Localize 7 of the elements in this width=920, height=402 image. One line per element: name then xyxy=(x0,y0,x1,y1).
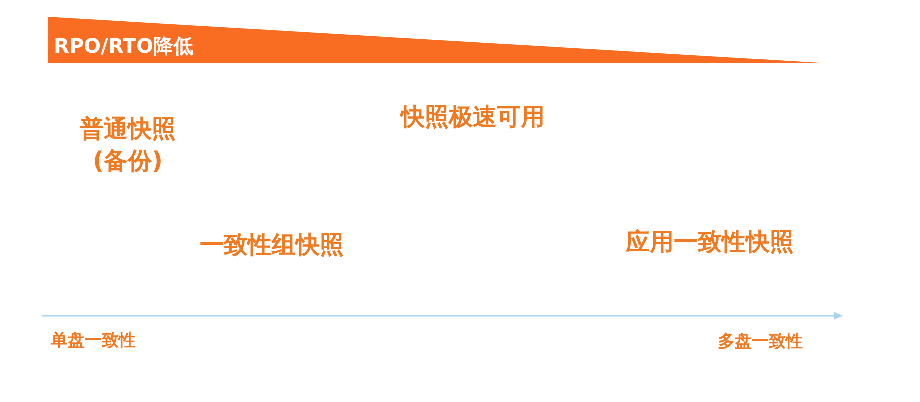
snapshot-label: 一致性组快照 xyxy=(200,230,344,261)
snapshot-label: 快照极速可用 xyxy=(401,102,545,133)
axis-label: 多盘一致性 xyxy=(718,331,803,354)
snapshot-label: 应用一致性快照 xyxy=(626,227,794,258)
band-title: RPO/RTO降低 xyxy=(54,34,194,58)
snapshot-label: 普通快照(备份) xyxy=(79,114,177,178)
axis-label: 单盘一致性 xyxy=(51,330,136,353)
